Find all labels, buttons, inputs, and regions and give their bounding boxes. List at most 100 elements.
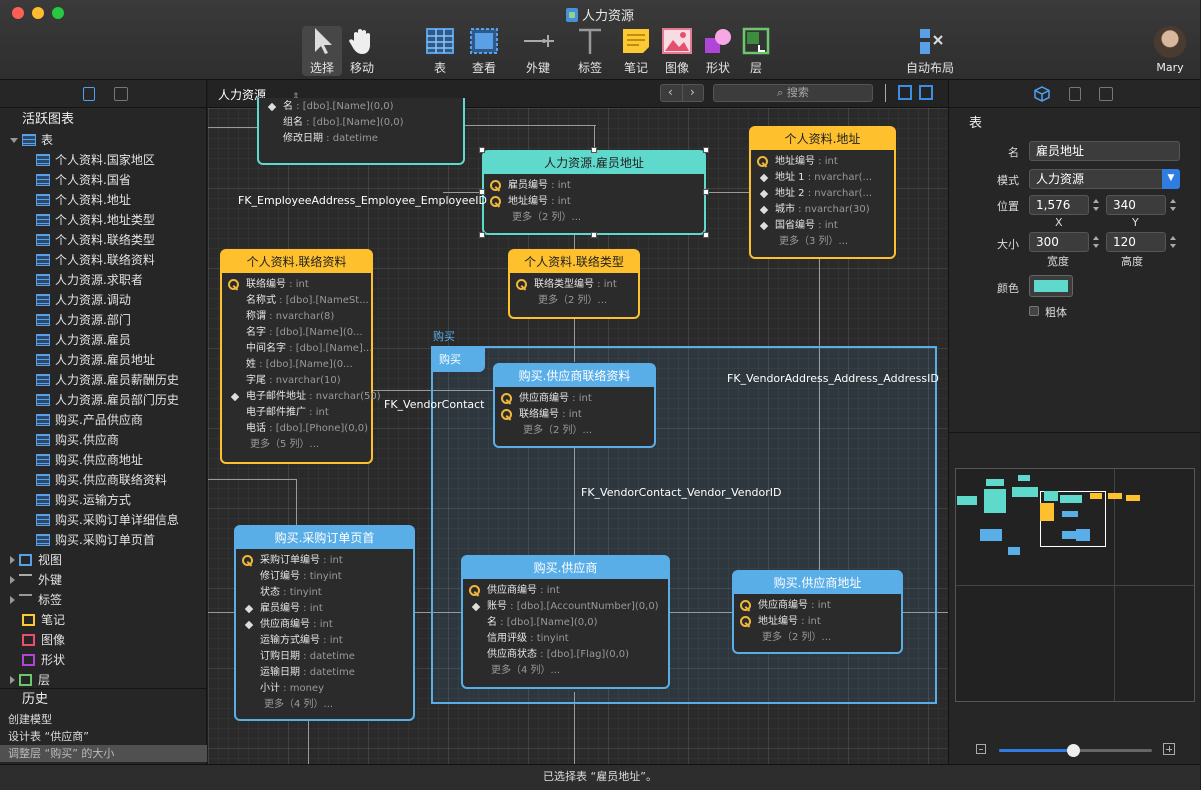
table-tool-button[interactable]: 表	[422, 26, 458, 76]
column-row[interactable]: 供应商编号 : int	[463, 583, 668, 599]
column-row[interactable]: 供应商编号 : int	[734, 598, 901, 614]
sidebar-table-item[interactable]: 购买.供应商地址	[0, 450, 206, 470]
sidebar-group-item[interactable]: 形状	[0, 650, 206, 670]
column-row[interactable]: 运输方式编号 : int	[260, 635, 343, 646]
column-row[interactable]: 电子邮件地址 : nvarchar(50)	[222, 389, 381, 405]
column-row[interactable]: 联络编号 : int	[495, 407, 654, 423]
column-row[interactable]: 组名 : [dbo].[Name](0,0)	[283, 117, 404, 128]
resize-handle[interactable]	[591, 147, 597, 153]
fk-label-vendor-contact[interactable]: FK_VendorContact	[384, 398, 485, 411]
sidebar-group-item[interactable]: 标签	[0, 590, 206, 610]
column-row[interactable]: 地址编号 : int	[484, 194, 704, 210]
more-columns-link[interactable]: 更多（4 列）...	[264, 699, 334, 710]
sidebar-table-item[interactable]: 购买.供应商	[0, 430, 206, 450]
column-row[interactable]: 字尾 : nvarchar(10)	[246, 375, 341, 386]
sidebar-table-item[interactable]: 个人资料.地址	[0, 190, 206, 210]
layer-tool-button[interactable]: 层	[738, 26, 774, 76]
sidebar-group-item[interactable]: 笔记	[0, 610, 206, 630]
disclosure-triangle-icon[interactable]	[10, 138, 18, 143]
column-row[interactable]: 城市 : nvarchar(30)	[751, 202, 894, 218]
column-row[interactable]: 修改日期 : datetime	[283, 133, 378, 144]
column-row[interactable]: 供应商编号 : int	[236, 617, 413, 633]
position-y-field[interactable]: 340	[1106, 195, 1166, 215]
more-columns-link[interactable]: 更多（4 列）...	[491, 665, 561, 676]
column-row[interactable]: 雇员编号 : int	[236, 601, 413, 617]
sidebar-group-item[interactable]: 图像	[0, 630, 206, 650]
more-columns-link[interactable]: 更多（5 列）...	[250, 439, 320, 450]
sidebar-table-item[interactable]: 购买.供应商联络资料	[0, 470, 206, 490]
shape-tool-button[interactable]: 形状	[700, 26, 736, 76]
column-row[interactable]: 称谓 : nvarchar(8)	[246, 311, 335, 322]
resize-handle[interactable]	[479, 147, 485, 153]
resize-handle[interactable]	[479, 232, 485, 238]
sidebar-table-item[interactable]: 人力资源.雇员部门历史	[0, 390, 206, 410]
appearance-tab-icon[interactable]	[1099, 87, 1113, 101]
height-field[interactable]: 120	[1106, 232, 1166, 252]
disclosure-triangle-icon[interactable]	[10, 576, 15, 584]
close-window-button[interactable]	[12, 7, 24, 19]
width-stepper[interactable]	[1091, 232, 1101, 252]
column-row[interactable]: 账号 : [dbo].[AccountNumber](0,0)	[463, 599, 668, 615]
minimize-window-button[interactable]	[32, 7, 44, 19]
sidebar-table-item[interactable]: 购买.采购订单详细信息	[0, 510, 206, 530]
sidebar-table-item[interactable]: 人力资源.雇员地址	[0, 350, 206, 370]
column-row[interactable]: 信用评级 : tinyint	[487, 633, 569, 644]
diagram-canvas[interactable]: 购买 购买 名 : [dbo].[Name](0,0)组名 : [dbo].[N…	[208, 98, 948, 764]
sidebar-table-item[interactable]: 购买.运输方式	[0, 490, 206, 510]
disclosure-triangle-icon[interactable]	[10, 556, 15, 564]
column-row[interactable]: 姓 : [dbo].[Name](0...	[246, 359, 353, 370]
column-row[interactable]: 运输日期 : datetime	[260, 667, 355, 678]
tab-objects-icon[interactable]	[83, 87, 95, 101]
zoom-window-button[interactable]	[52, 7, 64, 19]
image-tool-button[interactable]: 图像	[659, 26, 695, 76]
history-item[interactable]: 调整层 “购买” 的大小	[0, 745, 207, 762]
column-row[interactable]: 电子邮件推广 : int	[246, 407, 329, 418]
zoom-in-icon[interactable]	[1163, 743, 1175, 755]
disclosure-triangle-icon[interactable]	[10, 676, 15, 684]
auto-layout-button[interactable]: 自动布局	[904, 26, 956, 76]
column-row[interactable]: 雇员编号 : int	[484, 178, 704, 194]
column-row[interactable]: 供应商状态 : [dbo].[Flag](0,0)	[487, 649, 630, 660]
chevron-left-icon[interactable]: ‹	[668, 85, 673, 99]
cube-icon[interactable]	[1034, 86, 1050, 102]
column-row[interactable]: 名称式 : [dbo].[NameSt...	[246, 295, 369, 306]
column-row[interactable]: 地址 2 : nvarchar(...	[751, 186, 894, 202]
resize-handle[interactable]	[479, 189, 485, 195]
column-row[interactable]: 地址编号 : int	[734, 614, 901, 630]
sidebar-table-item[interactable]: 人力资源.求职者	[0, 270, 206, 290]
zoom-slider[interactable]	[999, 744, 1152, 757]
sidebar-table-item[interactable]: 购买.产品供应商	[0, 410, 206, 430]
more-columns-link[interactable]: 更多（3 列）...	[779, 236, 849, 247]
column-row[interactable]: 中间名字 : [dbo].[Name]...	[246, 343, 373, 354]
more-columns-link[interactable]: 更多（2 列）...	[538, 295, 608, 306]
more-columns-link[interactable]: 更多（2 列）...	[523, 425, 593, 436]
right-panel-toggle[interactable]	[919, 85, 933, 100]
zoom-out-icon[interactable]	[976, 744, 986, 754]
color-well[interactable]	[1029, 275, 1073, 297]
view-tool-button[interactable]: 查看	[466, 26, 502, 76]
column-row[interactable]: 采购订单编号 : int	[236, 553, 413, 569]
left-panel-toggle[interactable]	[898, 85, 912, 100]
user-avatar[interactable]	[1154, 26, 1186, 58]
sidebar-table-item[interactable]: 人力资源.调动	[0, 290, 206, 310]
move-tool-button[interactable]: 移动	[344, 26, 380, 76]
width-field[interactable]: 300	[1029, 232, 1089, 252]
zoom-slider-knob[interactable]	[1067, 744, 1080, 757]
schema-select[interactable]: 人力资源▼	[1029, 169, 1180, 189]
tree-group-tables[interactable]: 表	[0, 130, 206, 150]
bold-checkbox[interactable]	[1029, 306, 1039, 316]
fk-label-employee-address[interactable]: FK_EmployeeAddress_Employee_EmployeeID	[238, 194, 487, 207]
resize-handle[interactable]	[703, 147, 709, 153]
more-columns-link[interactable]: 更多（2 列）...	[512, 212, 582, 223]
history-item[interactable]: 创建模型	[8, 713, 52, 726]
fk-label-vendor-contact-vendor[interactable]: FK_VendorContact_Vendor_VendorID	[581, 486, 782, 499]
sidebar-group-item[interactable]: 层	[0, 670, 206, 690]
chevron-right-icon[interactable]: ›	[690, 85, 695, 99]
tab-gallery-icon[interactable]	[114, 87, 128, 101]
resize-handle[interactable]	[703, 232, 709, 238]
